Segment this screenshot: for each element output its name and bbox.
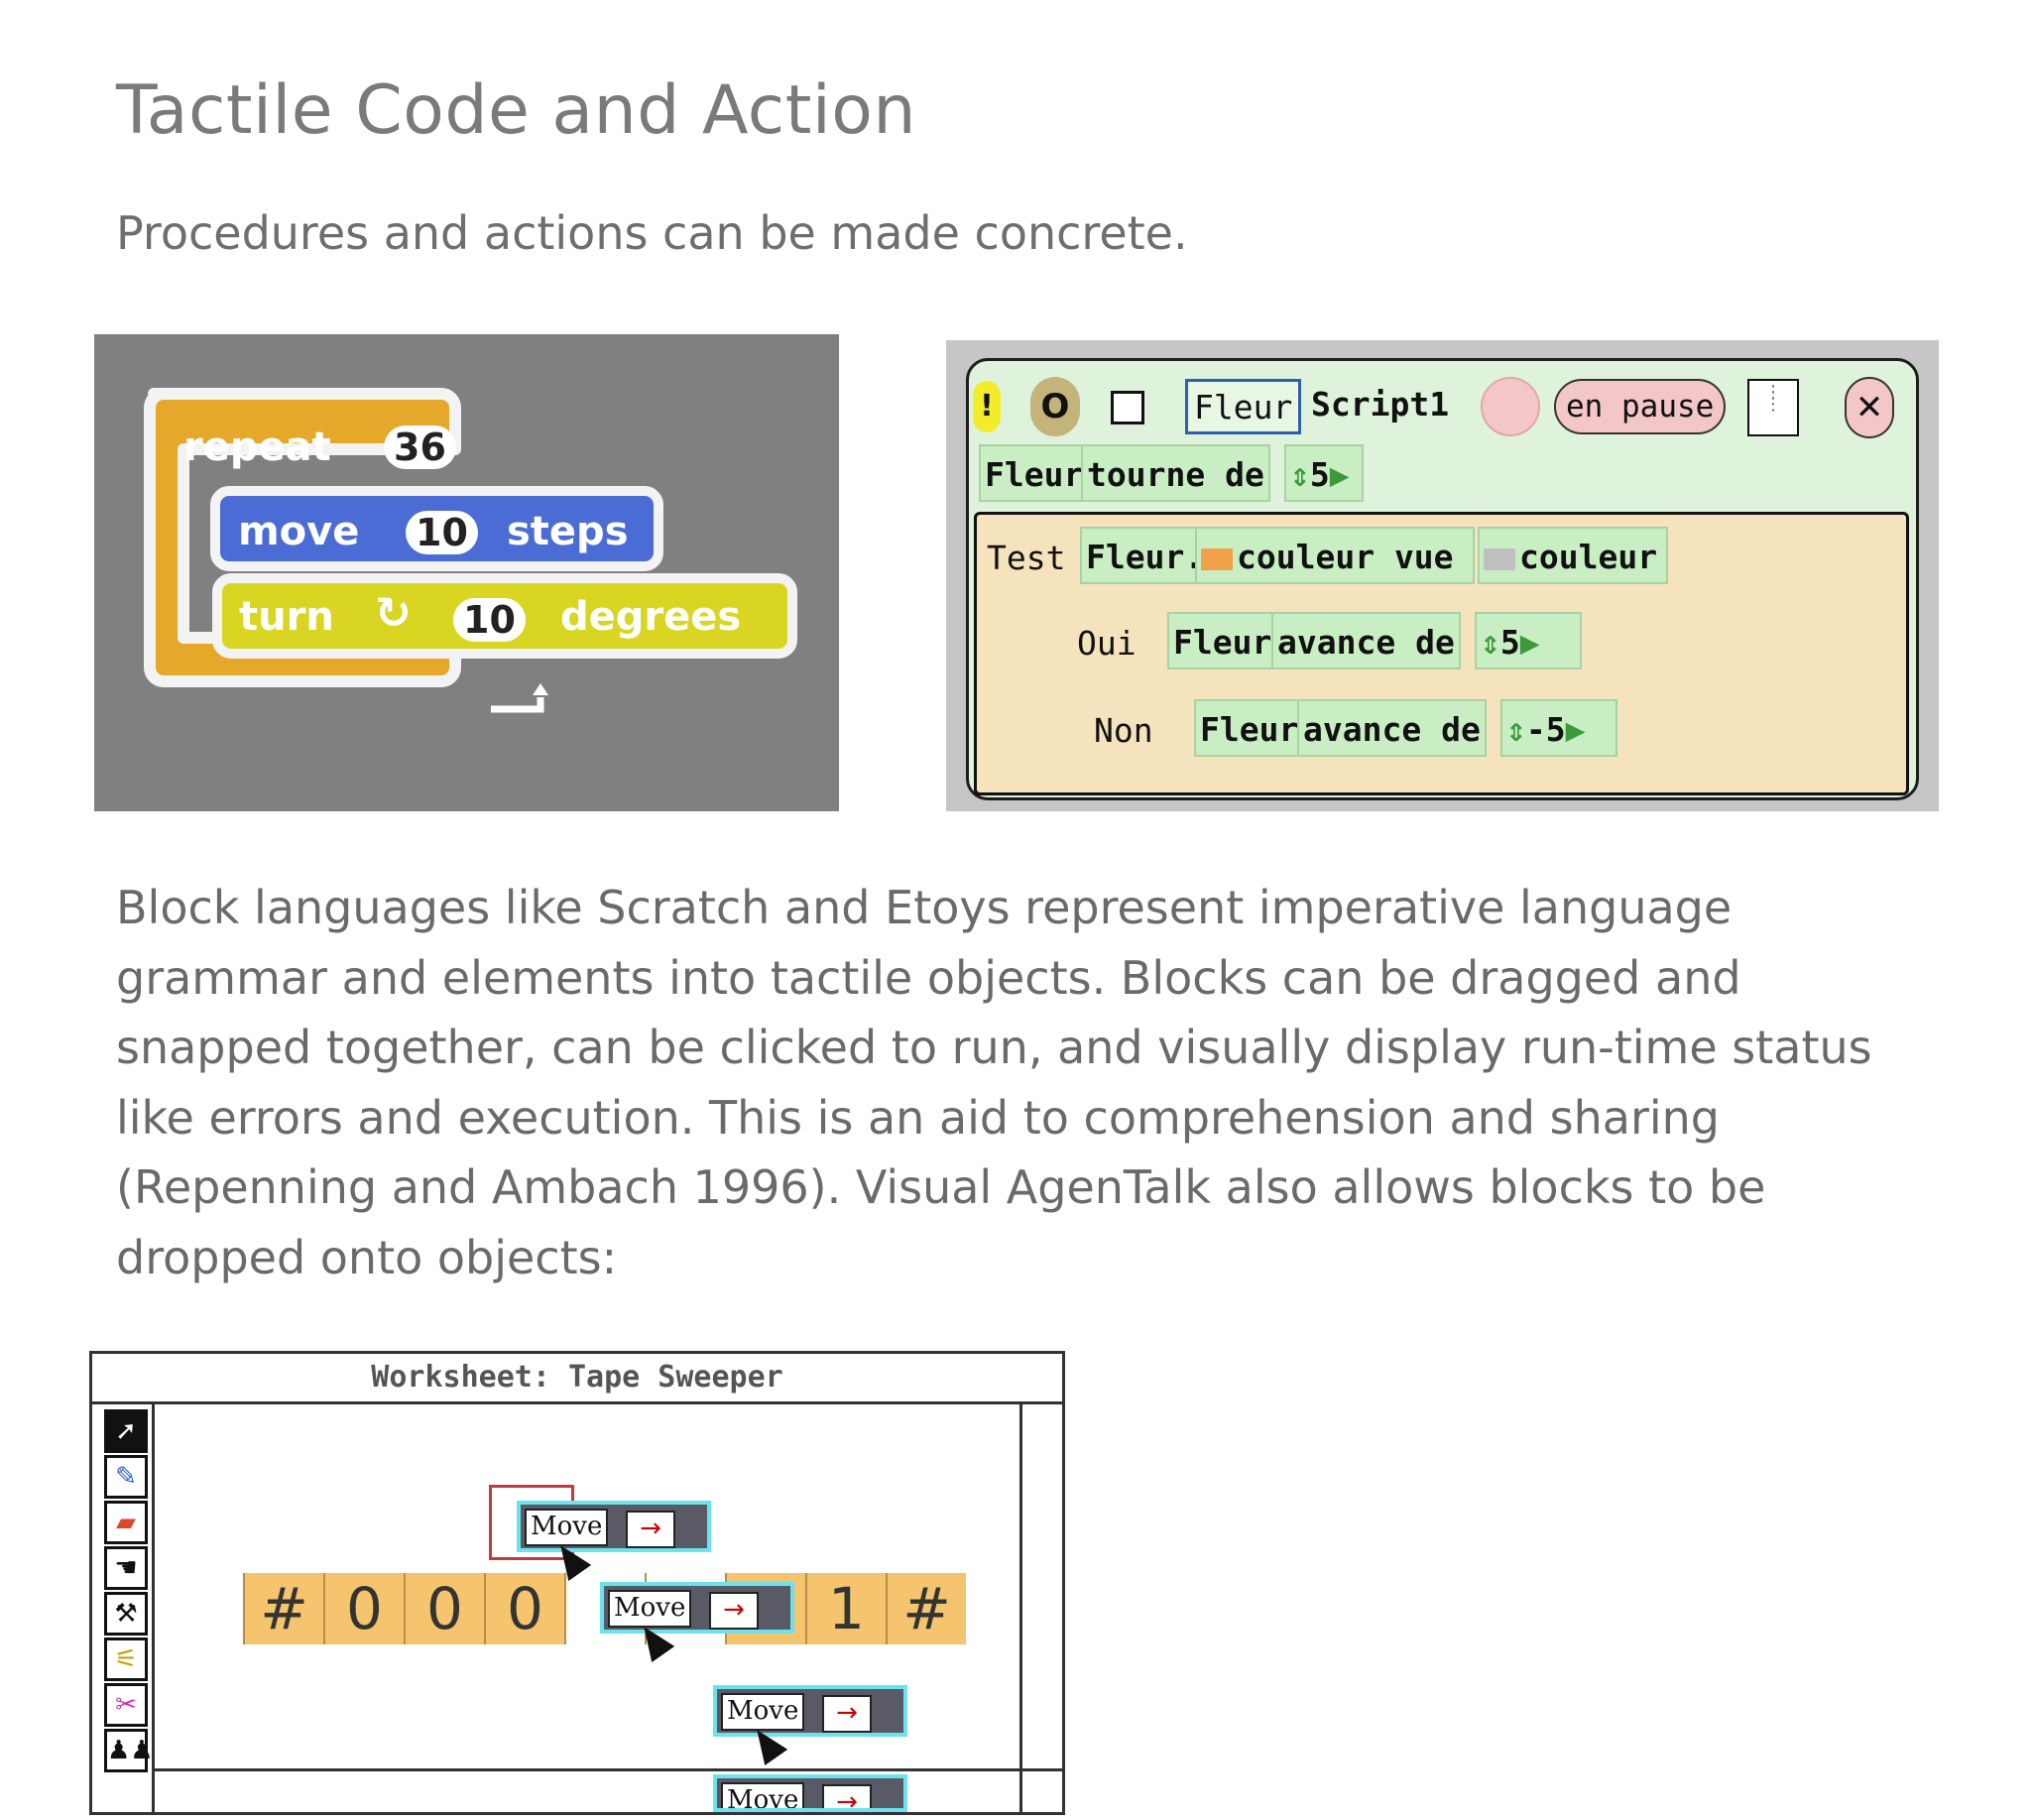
page-title: Tactile Code and Action <box>116 71 916 150</box>
scratch-panel: repeat 36 move 10 steps turn ↻ 10 degree… <box>94 334 839 811</box>
move-label: move <box>238 509 360 554</box>
paragraph-line: dropped onto objects: <box>116 1230 618 1284</box>
yes-command-tile[interactable]: avance de <box>1271 612 1461 669</box>
tool-palette-border <box>152 1401 155 1812</box>
hand-icon[interactable]: ☚ <box>104 1546 148 1590</box>
move-block[interactable]: Move → <box>713 1685 907 1737</box>
no-command-tile[interactable]: avance de <box>1297 699 1487 757</box>
turn-clockwise-icon: ↻ <box>375 588 412 639</box>
tape-cell[interactable]: 0 <box>404 1573 484 1644</box>
steps-label: steps <box>507 509 629 554</box>
up-down-arrows-icon[interactable]: ⇕ <box>1506 710 1526 749</box>
row1-value-tile[interactable]: ⇕5▶ <box>1284 444 1364 502</box>
people-icon[interactable]: ♟♟ <box>104 1729 154 1772</box>
up-down-arrows-icon[interactable]: ⇕ <box>1290 455 1310 494</box>
no-value-tile[interactable]: ⇕-5▶ <box>1500 699 1617 757</box>
up-down-arrows-icon[interactable]: ⇕ <box>1481 623 1500 662</box>
yes-value: 5 <box>1499 623 1520 662</box>
play-arrow-icon[interactable]: ▶ <box>1519 623 1540 662</box>
move-label: Move <box>721 1693 805 1731</box>
close-icon: ✕ <box>1855 388 1884 427</box>
test-cond2: couleur <box>1519 538 1658 576</box>
hammer-icon[interactable]: ⚒ <box>104 1592 148 1636</box>
scratch-blocks-shape <box>144 388 797 713</box>
tape-cell[interactable]: # <box>886 1573 966 1644</box>
yes-label: Oui <box>1077 624 1137 663</box>
etoys-script-editor: ! O Fleur Script1 en pause ⋮⋮ ✕ Fleur to… <box>966 358 1919 800</box>
test-cond1: couleur vue <box>1237 538 1454 576</box>
scissors-icon[interactable]: ✂ <box>104 1683 148 1727</box>
menu-icon[interactable]: ⋮⋮ <box>1747 379 1799 436</box>
move-steps-field[interactable]: 10 <box>406 511 478 554</box>
alert-button[interactable]: ! <box>973 381 1001 432</box>
worksheet-bottom-line <box>154 1768 1062 1771</box>
paragraph-line: (Repenning and Ambach 1996). Visual Agen… <box>116 1160 1766 1214</box>
repeat-label: repeat <box>183 425 331 470</box>
grey-color-swatch[interactable] <box>1484 547 1515 570</box>
worksheet-window: Worksheet: Tape Sweeper ➚ ✎ ▰ ☚ ⚒ ⚟ ✂ ♟♟… <box>89 1351 1065 1815</box>
script-name[interactable]: Script1 <box>1311 385 1450 424</box>
close-button[interactable]: ✕ <box>1845 377 1894 438</box>
object-name-field[interactable]: Fleur <box>1185 379 1302 434</box>
eraser-icon[interactable]: ▰ <box>104 1501 148 1544</box>
test-color-seen-tile[interactable]: couleur vue <box>1195 527 1475 584</box>
turn-label: turn <box>239 594 334 640</box>
no-value: -5 <box>1525 710 1566 749</box>
repeat-count-field[interactable]: 36 <box>384 425 456 469</box>
yes-object-tile[interactable]: Fleur <box>1167 612 1278 669</box>
move-block[interactable]: Move → <box>517 1501 711 1552</box>
status-pause-button[interactable]: en pause <box>1554 379 1727 434</box>
no-object-tile[interactable]: Fleur <box>1194 699 1305 757</box>
play-arrow-icon[interactable]: ▶ <box>1565 710 1586 749</box>
alert-glyph: ! <box>980 389 994 424</box>
repeat-count-field-wrap: 36 <box>384 425 456 469</box>
turn-degrees-field[interactable]: 10 <box>453 598 526 642</box>
move-block[interactable]: Move → <box>713 1774 907 1812</box>
page-subtitle: Procedures and actions can be made concr… <box>116 206 1188 260</box>
clock-icon[interactable] <box>1481 377 1540 436</box>
tape-cell[interactable]: 0 <box>323 1573 404 1644</box>
etoys-panel: ! O Fleur Script1 en pause ⋮⋮ ✕ Fleur to… <box>946 340 1939 811</box>
row1-object-tile[interactable]: Fleur <box>979 444 1090 502</box>
body-paragraph: Block languages like Scratch and Etoys r… <box>116 873 1931 1292</box>
pencil-icon[interactable]: ✎ <box>104 1455 148 1499</box>
move-label: Move <box>608 1590 692 1628</box>
tick-button[interactable]: O <box>1030 377 1080 436</box>
wand-icon[interactable]: ⚟ <box>104 1638 148 1681</box>
move-arrow-icon: → <box>822 1695 872 1733</box>
move-arrow-icon: → <box>709 1592 759 1630</box>
orange-color-swatch[interactable] <box>1201 547 1233 570</box>
test-color-tile[interactable]: couleur <box>1478 527 1668 584</box>
yes-value-tile[interactable]: ⇕5▶ <box>1475 612 1582 669</box>
row1-value: 5 <box>1309 455 1330 494</box>
tick-glyph: O <box>1040 387 1070 426</box>
tape-cell[interactable]: 1 <box>805 1573 886 1644</box>
row1-command-tile[interactable]: tourne de <box>1081 444 1270 502</box>
move-label: Move <box>721 1782 805 1808</box>
checkbox-square[interactable] <box>1111 391 1144 425</box>
test-section: Test Fleur. couleur vue couleur Oui Fleu… <box>974 512 1909 795</box>
play-arrow-icon[interactable]: ▶ <box>1329 455 1350 494</box>
test-label: Test <box>987 539 1066 577</box>
worksheet-titlebar[interactable]: Worksheet: Tape Sweeper <box>92 1354 1062 1404</box>
move-steps-field-wrap: 10 <box>406 511 478 554</box>
worksheet-right-edge <box>1019 1401 1022 1812</box>
paragraph-line: grammar and elements into tactile object… <box>116 950 1741 1005</box>
move-block[interactable]: Move → <box>600 1582 794 1634</box>
degrees-label: degrees <box>560 594 742 640</box>
arrow-icon[interactable]: ➚ <box>104 1409 148 1453</box>
move-arrow-icon: → <box>822 1784 872 1808</box>
move-label: Move <box>525 1509 609 1546</box>
worksheet-title: Worksheet: Tape Sweeper <box>371 1360 783 1395</box>
paragraph-line: snapped together, can be clicked to run,… <box>116 1021 1872 1074</box>
test-object-tile[interactable]: Fleur. <box>1080 527 1211 584</box>
paragraph-line: like errors and execution. This is an ai… <box>116 1090 1720 1145</box>
paragraph-line: Block languages like Scratch and Etoys r… <box>116 881 1733 934</box>
turn-degrees-field-wrap: 10 <box>453 598 526 642</box>
no-label: Non <box>1094 711 1153 750</box>
tape-cell[interactable]: # <box>243 1573 323 1644</box>
tape-cell[interactable]: 0 <box>484 1573 564 1644</box>
move-arrow-icon: → <box>626 1511 675 1548</box>
